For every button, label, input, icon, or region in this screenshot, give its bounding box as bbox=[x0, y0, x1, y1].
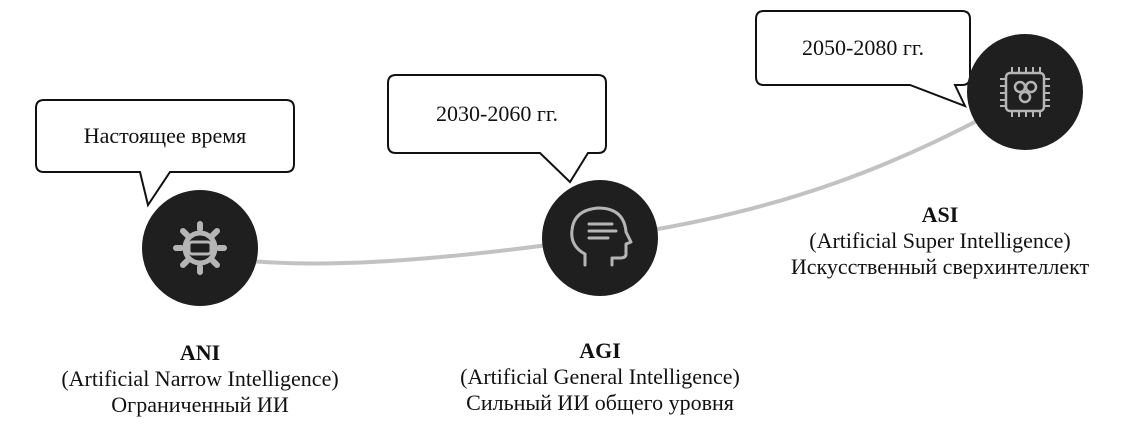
label-asi: ASI (Artificial Super Intelligence) Иску… bbox=[760, 202, 1120, 280]
gear-icon bbox=[173, 221, 227, 275]
callout-agi: 2030-2060 гг. bbox=[387, 74, 607, 184]
label-ani-abbr: ANI bbox=[179, 340, 221, 365]
label-agi-ru: Сильный ИИ общего уровня bbox=[466, 390, 734, 415]
callout-asi: 2050-2080 гг. bbox=[755, 10, 971, 108]
callout-asi-text: 2050-2080 гг. bbox=[802, 35, 924, 60]
callout-agi-text: 2030-2060 гг. bbox=[436, 101, 558, 126]
label-ani-full: (Artificial Narrow Intelligence) bbox=[61, 366, 339, 391]
node-ani bbox=[142, 190, 258, 306]
label-agi-full: (Artificial General Intelligence) bbox=[460, 364, 740, 389]
label-agi-abbr: AGI bbox=[579, 338, 621, 363]
label-asi-full: (Artificial Super Intelligence) bbox=[809, 228, 1071, 253]
node-agi bbox=[542, 180, 658, 296]
chip-icon bbox=[1000, 67, 1050, 117]
node-asi bbox=[967, 34, 1083, 150]
label-asi-ru: Искусственный сверхинтеллект bbox=[790, 254, 1090, 279]
callout-ani: Настоящее время bbox=[35, 99, 295, 208]
label-ani: ANI (Artificial Narrow Intelligence) Огр… bbox=[5, 340, 395, 418]
label-agi: AGI (Artificial General Intelligence) Си… bbox=[435, 338, 765, 416]
label-ani-ru: Ограниченный ИИ bbox=[111, 392, 289, 417]
callout-ani-text: Настоящее время bbox=[84, 123, 247, 148]
head-icon bbox=[570, 206, 633, 267]
label-asi-abbr: ASI bbox=[921, 202, 959, 227]
